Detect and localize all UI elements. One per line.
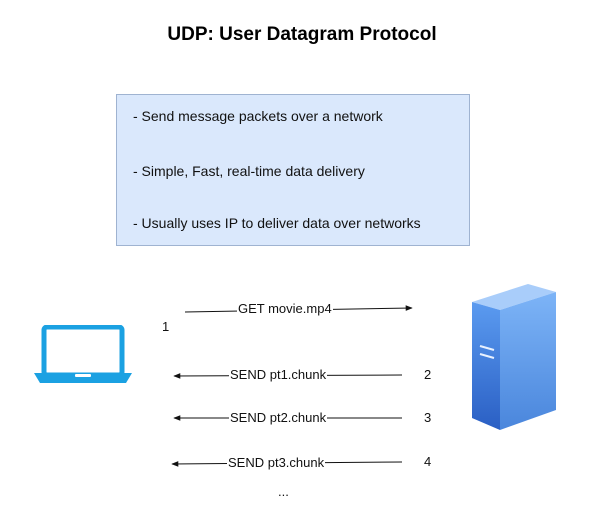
server-icon [472,284,556,430]
message-label-get: GET movie.mp4 [237,301,333,316]
info-line-realtime: - Simple, Fast, real-time data delivery [133,163,365,179]
info-box: - Send message packets over a network - … [116,94,470,246]
step-number-3: 3 [424,410,432,425]
info-line-ip: - Usually uses IP to deliver data over n… [133,215,421,231]
continuation-ellipsis: ... [278,484,289,499]
message-label-pt3: SEND pt3.chunk [227,455,326,470]
step-number-2: 2 [424,367,432,382]
laptop-icon [34,325,132,383]
message-label-pt1: SEND pt1.chunk [229,367,328,382]
message-label-pt2: SEND pt2.chunk [229,410,328,425]
step-number-1: 1 [162,319,170,334]
diagram-title: UDP: User Datagram Protocol [167,24,437,45]
step-number-4: 4 [424,454,432,469]
info-line-packets: - Send message packets over a network [133,108,383,124]
